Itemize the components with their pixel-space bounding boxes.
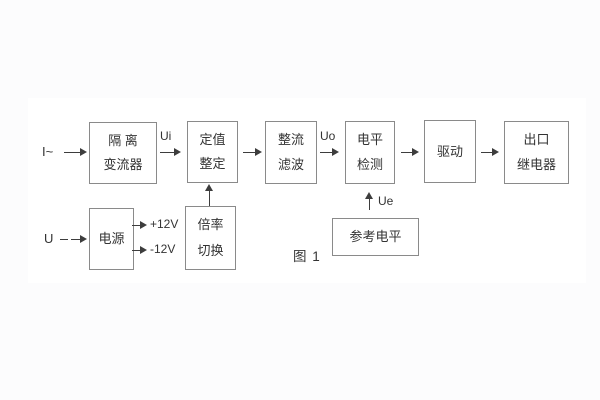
label-ui: Ui xyxy=(160,129,172,143)
arrow-right-icon-pos12 xyxy=(132,221,147,229)
block-setting-adjust: 定值 整定 xyxy=(187,121,238,183)
block-label: 切换 xyxy=(197,242,224,258)
label-uo: Uo xyxy=(320,129,336,143)
label-neg12: -12V xyxy=(150,242,176,256)
block-power-supply: 电源 xyxy=(89,208,134,270)
arrow-right-icon-neg12 xyxy=(132,246,147,254)
block-label: 隔 离 xyxy=(108,132,138,148)
arrow-right-icon-voltage-input xyxy=(71,235,87,243)
arrow-right-icon-rectifier-to-level xyxy=(320,148,339,156)
block-level-detect: 电平 检测 xyxy=(345,121,395,184)
arrow-right-icon-driver-to-relay xyxy=(481,148,499,156)
line-voltage-input xyxy=(60,239,68,240)
arrow-right-icon-level-to-driver xyxy=(401,148,419,156)
figure-caption: 图 1 xyxy=(293,249,321,264)
arrow-right-icon-setting-to-rectifier xyxy=(243,148,262,156)
label-voltage-input: U xyxy=(44,231,54,246)
block-label: 定值 xyxy=(199,131,226,147)
block-label: 滤波 xyxy=(277,157,304,172)
block-label: 电源 xyxy=(98,231,125,246)
arrow-up-icon-ref-to-level xyxy=(365,192,373,210)
block-label: 继电器 xyxy=(516,157,556,172)
arrow-right-icon-current-input xyxy=(64,148,87,156)
block-label: 整定 xyxy=(199,156,226,172)
label-ue: Ue xyxy=(378,194,394,208)
arrow-up-icon-ratio-to-setting xyxy=(205,184,213,206)
label-current-input: I~ xyxy=(42,144,54,159)
block-reference-level: 参考电平 xyxy=(332,218,419,256)
arrow-right-icon-iso-to-setting xyxy=(160,148,181,156)
label-pos12: +12V xyxy=(150,217,179,231)
block-rectifier-filter: 整流 滤波 xyxy=(265,121,317,184)
block-label: 驱动 xyxy=(436,143,463,159)
block-output-relay: 出口 继电器 xyxy=(504,121,569,184)
block-ratio-switch: 倍率 切换 xyxy=(185,206,236,270)
block-label: 检测 xyxy=(356,157,383,172)
block-label: 参考电平 xyxy=(349,229,402,244)
block-label: 出口 xyxy=(523,132,550,147)
block-label: 电平 xyxy=(356,132,383,147)
block-isolation-converter: 隔 离 变流器 xyxy=(89,122,157,184)
block-label: 整流 xyxy=(277,132,304,147)
block-label: 变流器 xyxy=(103,157,143,173)
block-driver: 驱动 xyxy=(424,120,476,183)
block-label: 倍率 xyxy=(197,217,224,233)
